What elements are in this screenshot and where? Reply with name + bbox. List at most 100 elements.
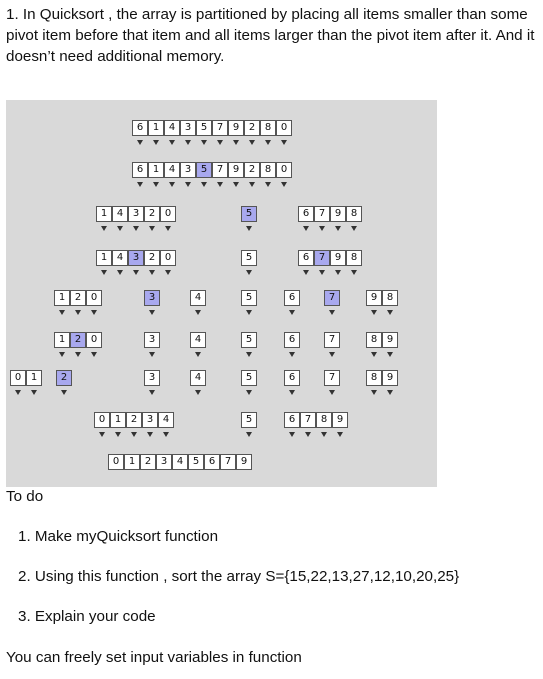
array-cell: 1 xyxy=(148,162,164,178)
down-arrow-icon xyxy=(351,226,357,231)
down-arrow-icon xyxy=(147,432,153,437)
array-cell: 6 xyxy=(132,162,148,178)
array-cell: 0 xyxy=(160,206,176,222)
array-cell: 1 xyxy=(148,120,164,136)
array-cell: 7 xyxy=(220,454,236,470)
array-cell: 9 xyxy=(330,250,346,266)
down-arrow-icon xyxy=(246,432,252,437)
array-cell: 9 xyxy=(228,162,244,178)
array-cell: 7 xyxy=(314,206,330,222)
down-arrow-icon xyxy=(91,310,97,315)
down-arrow-icon xyxy=(149,352,155,357)
down-arrow-icon xyxy=(117,270,123,275)
array-cell: 7 xyxy=(314,250,330,266)
array-cell: 2 xyxy=(244,162,260,178)
down-arrow-icon xyxy=(75,310,81,315)
down-arrow-icon xyxy=(153,140,159,145)
down-arrow-icon xyxy=(153,182,159,187)
down-arrow-icon xyxy=(265,140,271,145)
down-arrow-icon xyxy=(246,390,252,395)
array-cell: 1 xyxy=(124,454,140,470)
down-arrow-icon xyxy=(351,270,357,275)
down-arrow-icon xyxy=(185,182,191,187)
array-cell: 9 xyxy=(382,370,398,386)
down-arrow-icon xyxy=(131,432,137,437)
down-arrow-icon xyxy=(233,182,239,187)
down-arrow-icon xyxy=(59,352,65,357)
array-cell: 0 xyxy=(94,412,110,428)
down-arrow-icon xyxy=(165,226,171,231)
array-cell: 6 xyxy=(284,412,300,428)
array-cell: 7 xyxy=(324,332,340,348)
array-cell: 5 xyxy=(241,206,257,222)
down-arrow-icon xyxy=(329,352,335,357)
array-cell: 2 xyxy=(70,332,86,348)
array-cell: 2 xyxy=(126,412,142,428)
array-cell: 6 xyxy=(284,290,300,306)
array-cell: 9 xyxy=(332,412,348,428)
array-cell: 5 xyxy=(241,412,257,428)
down-arrow-icon xyxy=(201,182,207,187)
todo-item-1: 1. Make myQuicksort function xyxy=(18,528,219,545)
down-arrow-icon xyxy=(101,270,107,275)
array-cell: 9 xyxy=(366,290,382,306)
array-cell: 5 xyxy=(196,120,212,136)
array-cell: 3 xyxy=(142,412,158,428)
down-arrow-icon xyxy=(249,182,255,187)
down-arrow-icon xyxy=(217,182,223,187)
down-arrow-icon xyxy=(335,226,341,231)
down-arrow-icon xyxy=(289,432,295,437)
down-arrow-icon xyxy=(371,390,377,395)
array-cell: 1 xyxy=(54,290,70,306)
array-cell: 5 xyxy=(188,454,204,470)
array-cell: 0 xyxy=(86,290,102,306)
array-cell: 3 xyxy=(144,370,160,386)
array-cell: 5 xyxy=(241,250,257,266)
array-cell: 0 xyxy=(10,370,26,386)
down-arrow-icon xyxy=(201,140,207,145)
array-cell: 8 xyxy=(382,290,398,306)
array-cell: 8 xyxy=(366,332,382,348)
array-cell: 8 xyxy=(346,250,362,266)
array-cell: 1 xyxy=(96,206,112,222)
array-cell: 8 xyxy=(260,162,276,178)
down-arrow-icon xyxy=(115,432,121,437)
down-arrow-icon xyxy=(319,226,325,231)
array-cell: 5 xyxy=(196,162,212,178)
array-cell: 8 xyxy=(260,120,276,136)
todo-item-3: 3. Explain your code xyxy=(18,608,156,625)
array-cell: 1 xyxy=(110,412,126,428)
array-cell: 9 xyxy=(236,454,252,470)
down-arrow-icon xyxy=(289,310,295,315)
array-cell: 0 xyxy=(108,454,124,470)
down-arrow-icon xyxy=(303,226,309,231)
array-cell: 2 xyxy=(140,454,156,470)
down-arrow-icon xyxy=(149,390,155,395)
array-cell: 3 xyxy=(128,206,144,222)
array-cell: 9 xyxy=(330,206,346,222)
down-arrow-icon xyxy=(246,226,252,231)
down-arrow-icon xyxy=(185,140,191,145)
down-arrow-icon xyxy=(195,390,201,395)
down-arrow-icon xyxy=(217,140,223,145)
down-arrow-icon xyxy=(163,432,169,437)
array-cell: 7 xyxy=(300,412,316,428)
array-cell: 4 xyxy=(158,412,174,428)
down-arrow-icon xyxy=(387,352,393,357)
array-cell: 9 xyxy=(382,332,398,348)
down-arrow-icon xyxy=(246,352,252,357)
down-arrow-icon xyxy=(303,270,309,275)
down-arrow-icon xyxy=(329,310,335,315)
down-arrow-icon xyxy=(59,310,65,315)
array-cell: 2 xyxy=(244,120,260,136)
down-arrow-icon xyxy=(61,390,67,395)
down-arrow-icon xyxy=(233,140,239,145)
down-arrow-icon xyxy=(281,140,287,145)
down-arrow-icon xyxy=(289,352,295,357)
down-arrow-icon xyxy=(321,432,327,437)
down-arrow-icon xyxy=(335,270,341,275)
array-cell: 1 xyxy=(96,250,112,266)
array-cell: 3 xyxy=(144,332,160,348)
down-arrow-icon xyxy=(371,352,377,357)
array-cell: 0 xyxy=(160,250,176,266)
